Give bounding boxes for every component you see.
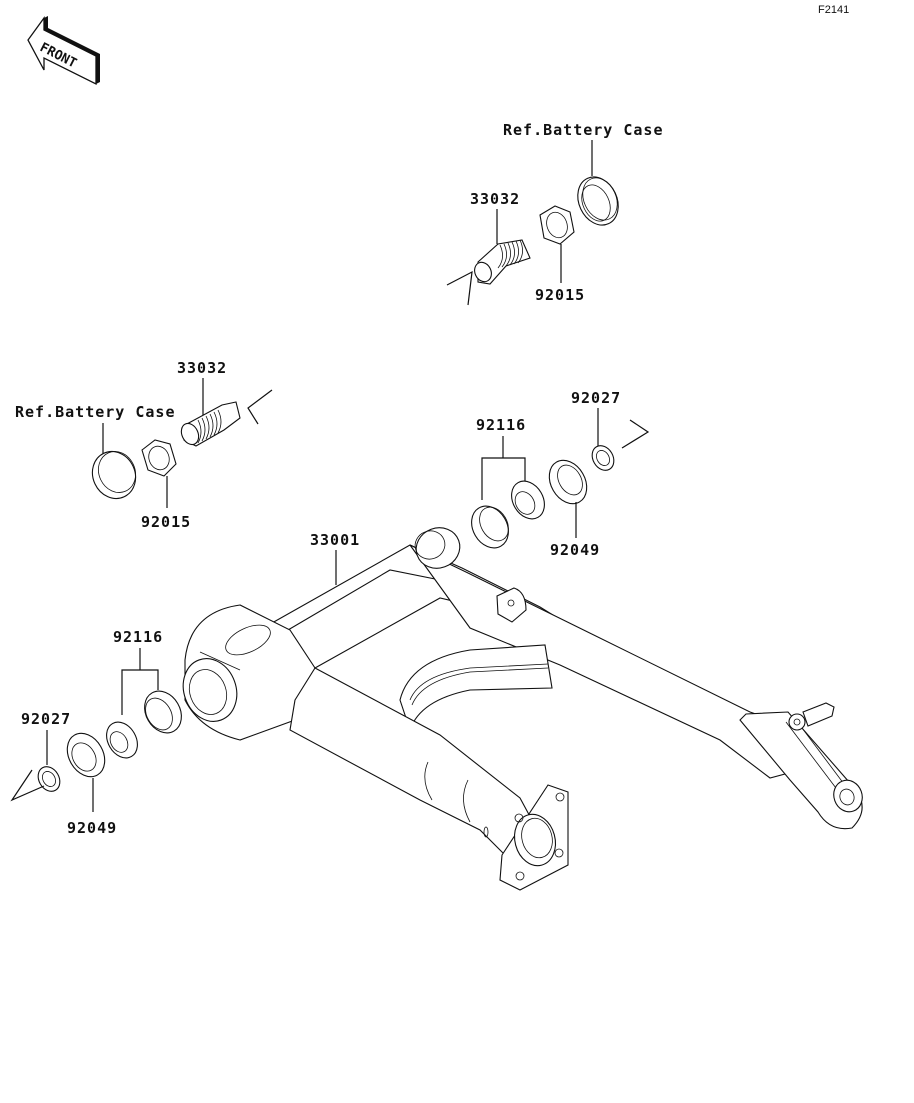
bearing-cone-right xyxy=(511,480,545,520)
nut-top xyxy=(539,205,575,245)
battery-case-cap-left xyxy=(91,450,137,500)
label-bearing-right: 92116 xyxy=(476,416,526,434)
label-ref-battery-case-left: Ref.Battery Case xyxy=(15,403,176,421)
bearing-race-right xyxy=(471,505,509,549)
label-collar-left: 92027 xyxy=(21,710,71,728)
label-collar-right: 92027 xyxy=(571,389,621,407)
label-adjuster-bolt-left: 33032 xyxy=(177,359,227,377)
label-nut-top: 92015 xyxy=(535,286,585,304)
label-nut-left: 92015 xyxy=(141,513,191,531)
collar-right xyxy=(591,445,615,471)
bearing-race-left xyxy=(144,690,182,734)
oil-seal-right xyxy=(548,459,588,505)
figure-id: F2141 xyxy=(818,4,849,16)
nut-left xyxy=(141,439,177,477)
adjuster-bolt-left xyxy=(180,401,241,447)
adjuster-bolt-top xyxy=(474,239,531,285)
oil-seal-left xyxy=(66,732,106,778)
battery-case-ring-top xyxy=(577,176,619,226)
label-bearing-left: 92116 xyxy=(113,628,163,646)
bearing-cone-left xyxy=(106,721,138,759)
collar-left xyxy=(37,766,61,792)
label-adjuster-bolt-top: 33032 xyxy=(470,190,520,208)
label-seal-left: 92049 xyxy=(67,819,117,837)
label-swingarm: 33001 xyxy=(310,531,360,549)
label-seal-right: 92049 xyxy=(550,541,600,559)
front-arrow-icon: FRONT xyxy=(27,16,100,86)
label-ref-battery-case-top: Ref.Battery Case xyxy=(503,121,664,139)
swingarm xyxy=(182,527,863,891)
